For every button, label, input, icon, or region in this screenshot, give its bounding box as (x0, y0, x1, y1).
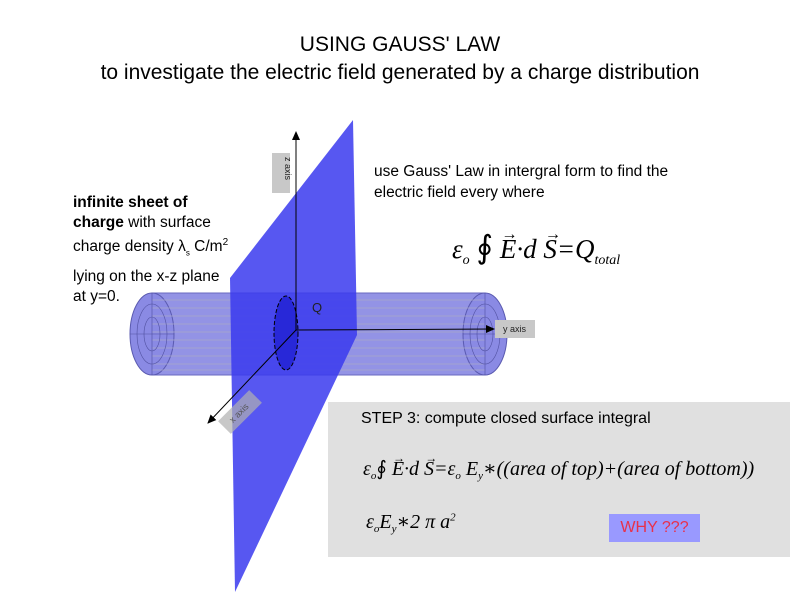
eq-part: E (392, 451, 405, 481)
description-bold: charge (73, 214, 124, 231)
instruction-line: use Gauss' Law in intergral form to find… (374, 163, 669, 180)
eq-part: S (424, 451, 437, 481)
eq-part: total (594, 253, 621, 268)
y-axis (295, 325, 495, 334)
z-axis-label: z axis (283, 157, 293, 181)
charge-label: Q (312, 300, 322, 315)
description-text: at y=0. (73, 288, 120, 306)
gauss-law-equation: εo ∮ E·d S=Qtotal (452, 225, 621, 269)
eq-part: ∮ (376, 458, 387, 480)
step-heading: STEP 3: compute closed surface integral (361, 410, 651, 427)
result-equation: εoEy∗2 π a2 (366, 509, 456, 535)
eq-part: ∗((area of top)+(area of bottom)) (483, 458, 755, 480)
y-axis-label: y axis (503, 324, 527, 334)
step-3-panel: STEP 3: compute closed surface integral … (328, 402, 790, 557)
instruction-text: use Gauss' Law in intergral form to find… (374, 161, 774, 203)
eq-part: S (543, 225, 560, 265)
instruction-line: electric field every where (374, 184, 545, 201)
eq-part: =ε (434, 458, 456, 480)
description-text: C/m (189, 238, 223, 256)
eq-part: ·d (404, 458, 420, 480)
eq-part: ε (452, 234, 463, 264)
eq-part: ∮ (476, 229, 494, 265)
superscript: 2 (222, 237, 229, 248)
eq-part: 2 (450, 511, 456, 524)
slide-subtitle: to investigate the electric field genera… (100, 61, 700, 84)
eq-part: o (373, 523, 380, 535)
surface-integral-equation: εo∮ E·d S=εo Ey∗((area of top)+(area of … (363, 451, 755, 482)
description-text: charge density λ (73, 238, 186, 256)
gaussian-cross-section (273, 295, 299, 371)
eq-part: ε (366, 511, 374, 533)
eq-part: o (455, 470, 461, 482)
x-axis (207, 329, 297, 424)
eq-part: y (478, 470, 484, 482)
eq-part: ε (363, 458, 371, 480)
slide-title: USING GAUSS' LAW (299, 33, 501, 56)
description-text: with surface (123, 214, 211, 231)
description-text: lying on the x-z plane (73, 268, 220, 286)
eq-part: y (391, 523, 397, 535)
eq-part: ∗2 π a (396, 511, 451, 533)
eq-part: o (462, 253, 470, 268)
eq-part: =Q (556, 234, 595, 264)
subscript: s (185, 248, 190, 258)
eq-part: o (370, 470, 377, 482)
description-bold: infinite sheet of (73, 194, 188, 211)
eq-part: E (465, 458, 479, 480)
why-callout: WHY ??? (609, 514, 700, 542)
sheet-description: infinite sheet of charge with surface ch… (73, 193, 273, 307)
eq-part: E (500, 225, 517, 265)
eq-part: E (379, 511, 392, 533)
eq-part: ·d (516, 234, 537, 264)
